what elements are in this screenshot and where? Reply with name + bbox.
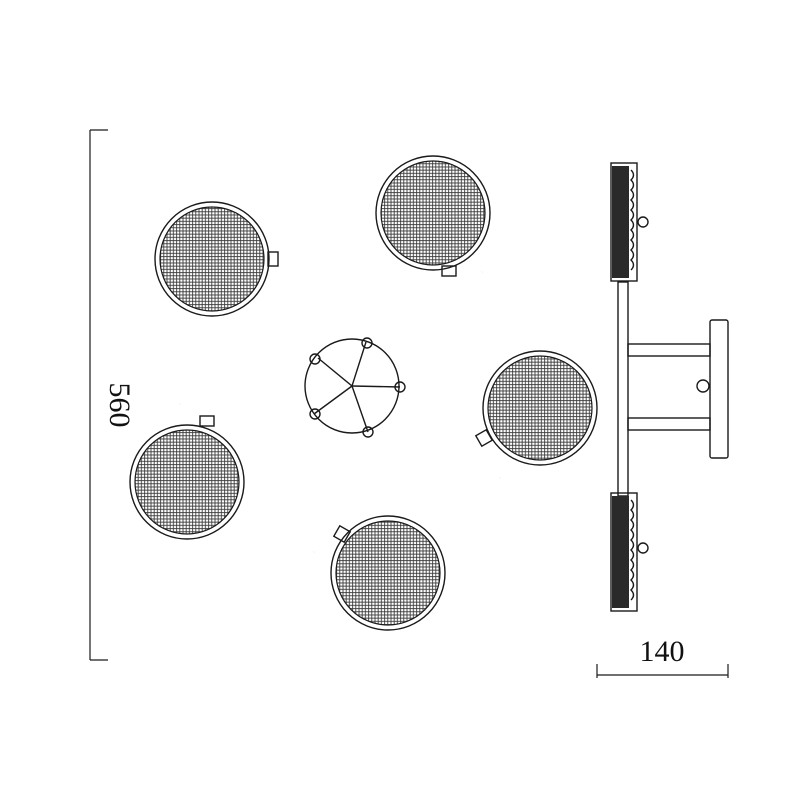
standoff-upper xyxy=(627,343,711,357)
height-dimension-label: 560 xyxy=(103,383,136,428)
arm-1 xyxy=(276,230,354,389)
wall-plate xyxy=(709,319,729,459)
lamp-head-3 xyxy=(474,350,598,466)
screw xyxy=(394,381,406,393)
lamp-head-5 xyxy=(129,415,245,540)
lamp-head-2 xyxy=(375,155,491,277)
canopy-disc xyxy=(304,338,400,434)
screw xyxy=(361,337,373,349)
mounting-screws xyxy=(309,337,406,438)
arm-3 xyxy=(352,382,503,480)
arm-5 xyxy=(178,383,354,444)
screw xyxy=(309,408,321,420)
top-view xyxy=(129,155,598,631)
depth-dimension-label: 140 xyxy=(640,635,685,668)
standoff-lower xyxy=(627,417,711,431)
screw xyxy=(309,353,321,365)
depth-dimension: 140 xyxy=(596,635,729,678)
lamp-head-1 xyxy=(154,201,279,317)
vertical-bar xyxy=(617,281,629,497)
arm-2 xyxy=(349,269,483,388)
side-lamp-upper xyxy=(610,162,649,282)
wall-plate-screw xyxy=(696,379,710,393)
screw xyxy=(362,426,374,438)
lamp-head-4 xyxy=(330,515,446,631)
side-view xyxy=(610,162,729,612)
height-dimension: 560 xyxy=(89,129,136,661)
side-lamp-lower xyxy=(610,492,649,612)
canopy-spokes xyxy=(313,341,401,433)
